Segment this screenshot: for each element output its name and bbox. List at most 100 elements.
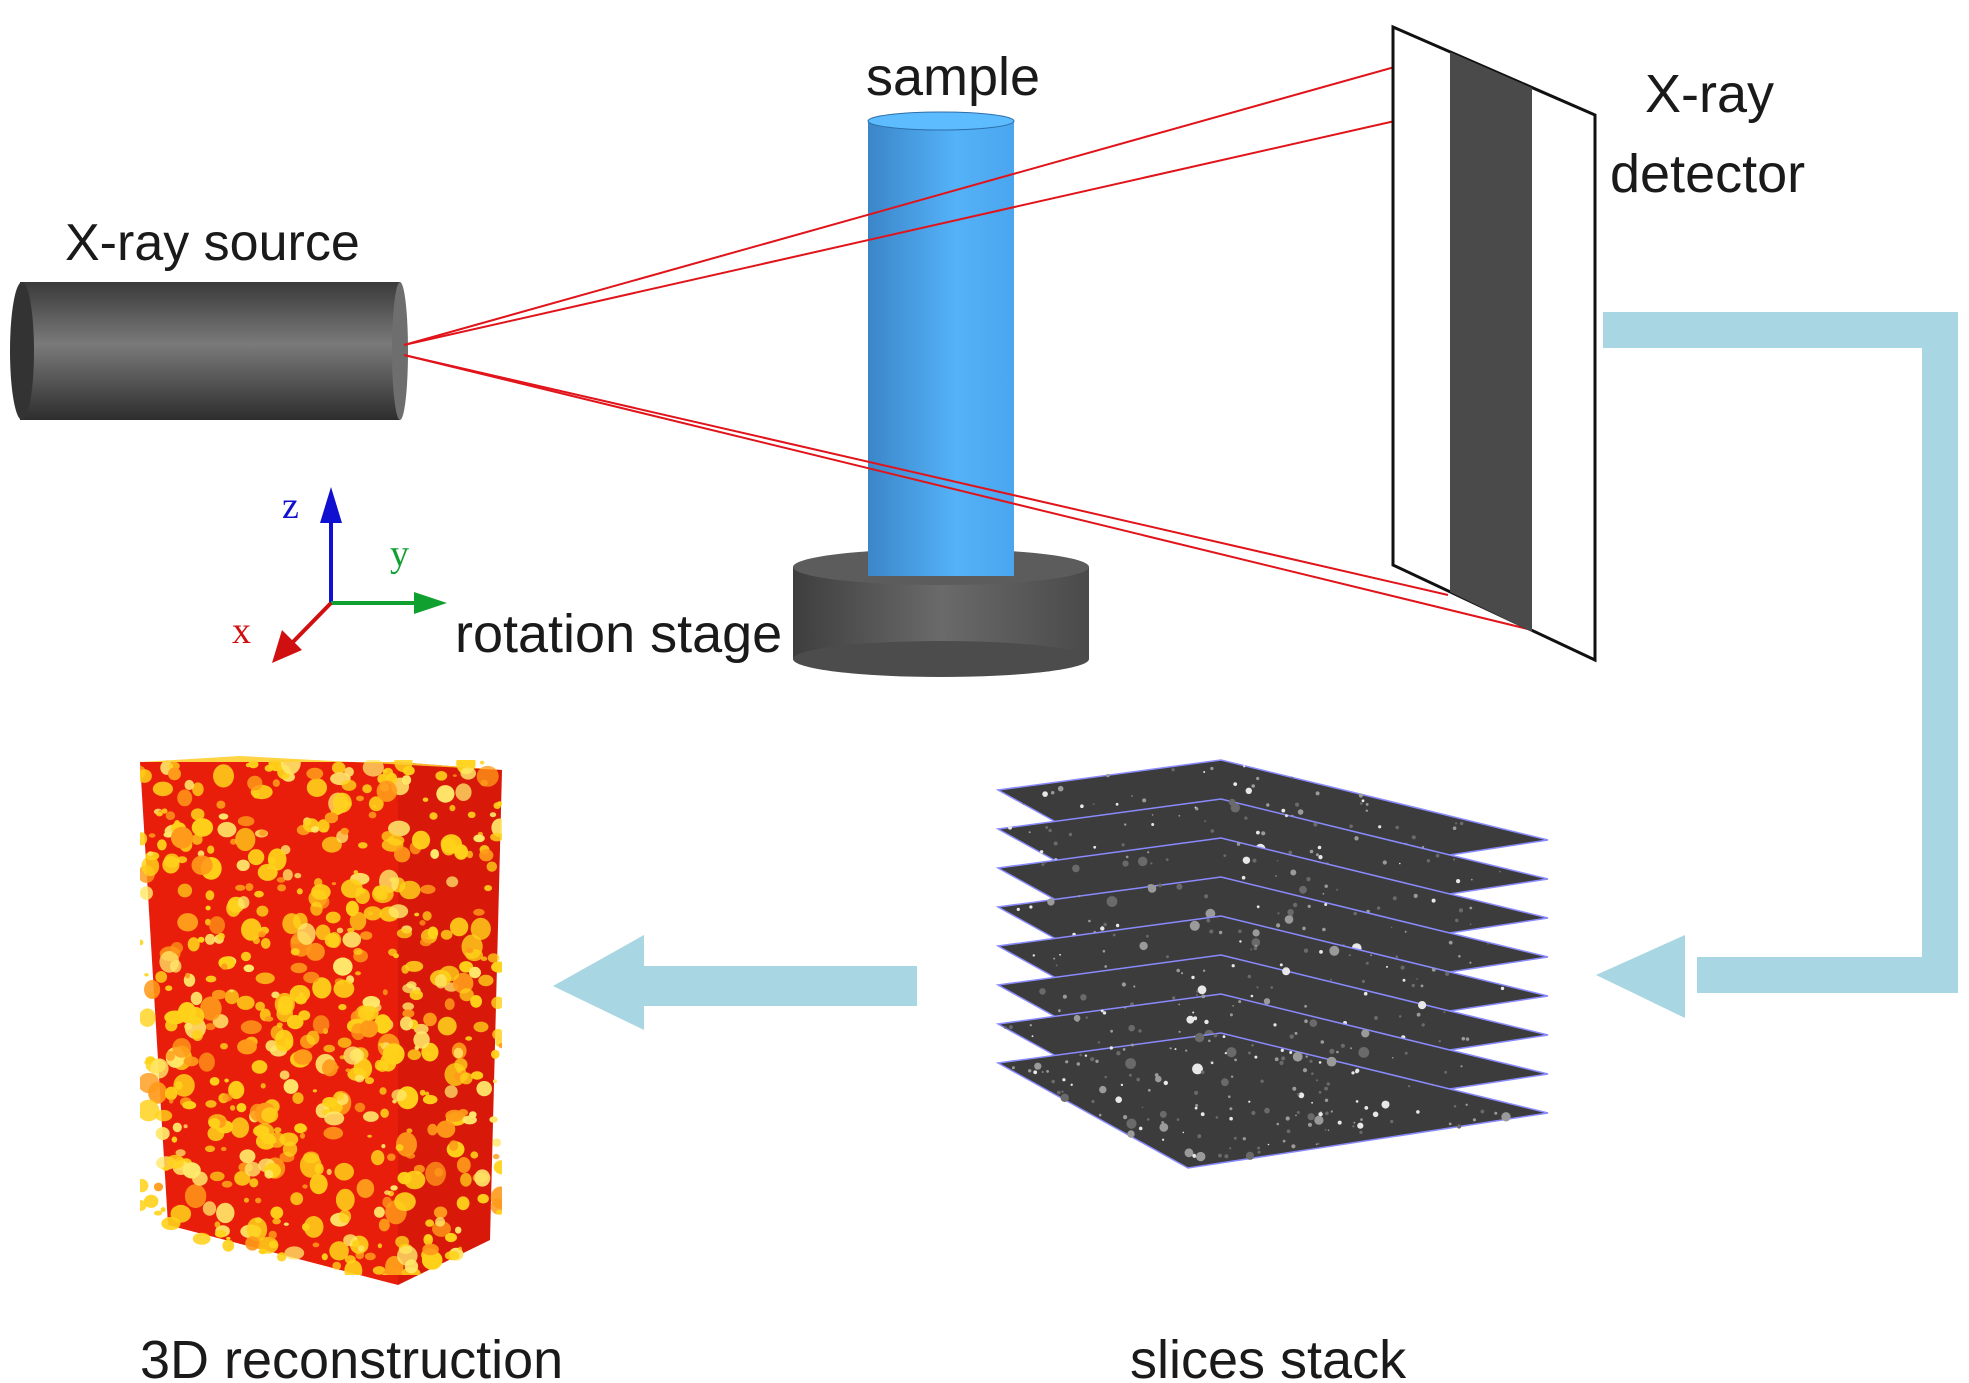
volume-particle <box>204 1145 216 1153</box>
slice-speckle <box>1226 1047 1237 1058</box>
volume-particle <box>277 884 286 892</box>
volume-particle <box>279 1070 290 1080</box>
xray-source <box>10 282 408 420</box>
volume-particle <box>264 1169 274 1179</box>
slice-speckle <box>1318 855 1323 860</box>
slice-speckle <box>1355 1068 1360 1073</box>
volume-particle <box>343 1046 363 1065</box>
slice-speckle <box>1204 1019 1209 1025</box>
slice-speckle <box>1395 825 1399 830</box>
volume-particle <box>374 1014 392 1034</box>
volume-particle <box>396 928 412 939</box>
slice-speckle <box>1354 836 1359 841</box>
slice-speckle <box>1243 765 1246 768</box>
slice-speckle <box>1398 1015 1402 1018</box>
slice-speckle <box>1325 1111 1329 1116</box>
slice-speckle <box>1080 994 1087 1001</box>
slice-speckle <box>1125 1058 1136 1069</box>
beam-line <box>403 51 1449 346</box>
volume-particle <box>382 767 394 779</box>
slice-speckle <box>1028 831 1031 834</box>
slice-speckle <box>1099 1085 1107 1094</box>
volume-particle <box>466 850 474 859</box>
volume-particle <box>303 971 320 984</box>
slice-speckle <box>1282 967 1291 976</box>
volume-particle <box>217 932 225 940</box>
slice-speckle <box>1413 893 1418 899</box>
volume-particle <box>268 857 276 865</box>
volume-particle <box>433 1206 448 1219</box>
volume-particle <box>140 886 153 900</box>
volume-particle <box>218 813 229 820</box>
volume-particle <box>312 1015 330 1034</box>
slice-speckle <box>1318 1061 1322 1064</box>
volume-particle <box>338 1209 352 1224</box>
volume-particle <box>147 851 154 857</box>
slice-speckle <box>1443 1011 1446 1014</box>
volume-particle <box>207 1126 225 1142</box>
slice-speckle <box>1280 1048 1284 1052</box>
slice-speckle <box>1247 974 1252 979</box>
volume-particle <box>283 1079 299 1094</box>
volume-particle <box>357 1245 365 1252</box>
volume-particle <box>182 1162 201 1179</box>
slice-speckle <box>1267 1143 1270 1146</box>
slice-speckle <box>1390 1119 1394 1124</box>
volume-particle <box>205 1023 216 1031</box>
volume-particle <box>402 1002 415 1011</box>
volume-particle <box>155 971 168 983</box>
axis-x-label: x <box>232 610 251 652</box>
slice-speckle <box>1390 926 1393 929</box>
slice-speckle <box>1194 1032 1205 1043</box>
volume-particle <box>294 872 302 879</box>
volume-particle <box>297 923 316 945</box>
volume-particle <box>310 901 323 916</box>
volume-particle <box>372 1266 386 1275</box>
volume-particle <box>230 1117 250 1138</box>
volume-particle <box>356 1179 375 1198</box>
slice-speckle <box>1256 830 1260 835</box>
slice-speckle <box>1251 1044 1254 1047</box>
volume-particle <box>392 1099 397 1104</box>
slice-speckle <box>1131 1043 1134 1047</box>
volume-particle <box>198 1052 215 1072</box>
volume-particle <box>324 1111 345 1126</box>
volume-particle <box>478 974 494 987</box>
volume-particle <box>456 1066 463 1074</box>
slice-speckle <box>1062 994 1067 999</box>
slice-speckle <box>1487 943 1489 945</box>
slice-speckle <box>1353 911 1357 916</box>
volume-particle <box>402 1009 415 1018</box>
slice-speckle <box>1392 896 1397 901</box>
slice-speckle <box>1303 948 1309 953</box>
slice-speckle <box>1395 955 1399 958</box>
slice-speckle <box>1234 1058 1237 1062</box>
volume-particle <box>190 991 203 1006</box>
slice-speckle <box>1178 814 1181 817</box>
slice-speckle <box>1122 1048 1126 1051</box>
volume-particle <box>452 972 474 994</box>
volume-particle <box>390 1185 398 1191</box>
volume-particle <box>333 979 355 998</box>
reconstruction-label: 3D reconstruction <box>140 1330 563 1383</box>
volume-particle <box>302 1223 310 1231</box>
volume-particle <box>208 1118 221 1129</box>
volume-particle <box>278 1001 286 1010</box>
volume-particle <box>221 1180 233 1188</box>
slice-speckle <box>1292 902 1298 908</box>
slice-speckle <box>1304 1004 1307 1008</box>
volume-particle <box>159 950 180 973</box>
volume-particle <box>205 890 215 901</box>
rotation-stage <box>793 549 1089 677</box>
volume-particle <box>154 1210 163 1216</box>
volume-particle <box>338 1004 347 1011</box>
slice-speckle <box>1469 923 1472 926</box>
volume-particle <box>144 1194 159 1208</box>
slice-speckle <box>1326 1082 1331 1086</box>
volume-particle <box>469 966 481 979</box>
slice-speckle <box>1197 985 1207 995</box>
volume-particle <box>347 927 355 933</box>
slice-speckle <box>1154 1073 1159 1077</box>
volume-particle <box>191 834 203 845</box>
volume-particle <box>197 850 205 857</box>
